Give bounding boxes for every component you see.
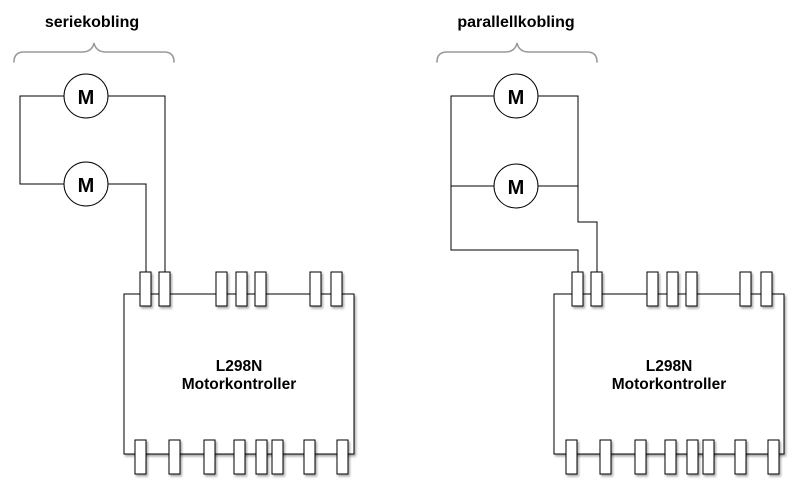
parallel-pin (664, 439, 677, 475)
parallel-pin (599, 439, 612, 475)
series-pin (271, 439, 284, 475)
series-controller-label-line2: Motorkontroller (182, 376, 297, 393)
series-pin (233, 439, 246, 475)
series-pin (255, 439, 268, 475)
parallel-motor-1-label: M (508, 87, 525, 109)
series-pin (303, 439, 316, 475)
series-heading: seriekobling (45, 14, 139, 31)
parallel-pin (760, 271, 773, 307)
parallel-pin (646, 271, 659, 307)
series-pin (235, 271, 248, 307)
series-motor-1-circle (63, 73, 109, 119)
series-wires (19, 95, 166, 274)
series-diagram: seriekobling M M (13, 14, 355, 475)
series-pin (168, 439, 181, 475)
series-pin (215, 271, 228, 307)
series-pin (336, 439, 349, 475)
parallel-controller-board (553, 293, 785, 455)
parallel-controller: L298N Motorkontroller (553, 271, 785, 475)
series-controller-label-line1: L298N (216, 358, 263, 375)
parallel-pin (634, 439, 647, 475)
series-controller-board (123, 293, 355, 455)
parallel-wires (450, 95, 598, 274)
parallel-pin (685, 271, 698, 307)
series-pin (203, 439, 216, 475)
parallel-motor-1: M (493, 73, 539, 119)
series-pin (254, 271, 267, 307)
series-motor-2-circle (63, 161, 109, 207)
parallel-motor-1-circle (493, 73, 539, 119)
parallel-pin (767, 439, 780, 475)
parallel-pin (590, 271, 603, 307)
parallel-motor-2: M (493, 163, 539, 209)
series-motor-2-label: M (78, 175, 95, 197)
parallel-pin (734, 439, 747, 475)
series-bottom-pins (134, 439, 349, 475)
parallel-pin (702, 439, 715, 475)
series-pin (139, 271, 152, 307)
parallel-pin (565, 439, 578, 475)
parallel-brace (436, 42, 598, 63)
series-top-pins (139, 271, 343, 307)
parallel-diagram: parallellkobling M M (436, 14, 785, 475)
parallel-controller-label-line1: L298N (646, 358, 693, 375)
series-pin (158, 271, 171, 307)
parallel-top-pins (571, 271, 773, 307)
parallel-heading: parallellkobling (457, 14, 574, 31)
parallel-pin (739, 271, 752, 307)
series-brace (13, 42, 175, 63)
series-pin (330, 271, 343, 307)
parallel-bottom-pins (565, 439, 780, 475)
series-motor-1-label: M (78, 87, 95, 109)
parallel-controller-label-line2: Motorkontroller (612, 376, 727, 393)
series-motor-2: M (63, 161, 109, 207)
series-pin (309, 271, 322, 307)
parallel-pin (686, 439, 699, 475)
series-pin (134, 439, 147, 475)
parallel-pin (571, 271, 584, 307)
parallel-motor-2-circle (493, 163, 539, 209)
parallel-pin (666, 271, 679, 307)
parallel-motor-2-label: M (508, 177, 525, 199)
series-controller: L298N Motorkontroller (123, 271, 355, 475)
series-motor-1: M (63, 73, 109, 119)
